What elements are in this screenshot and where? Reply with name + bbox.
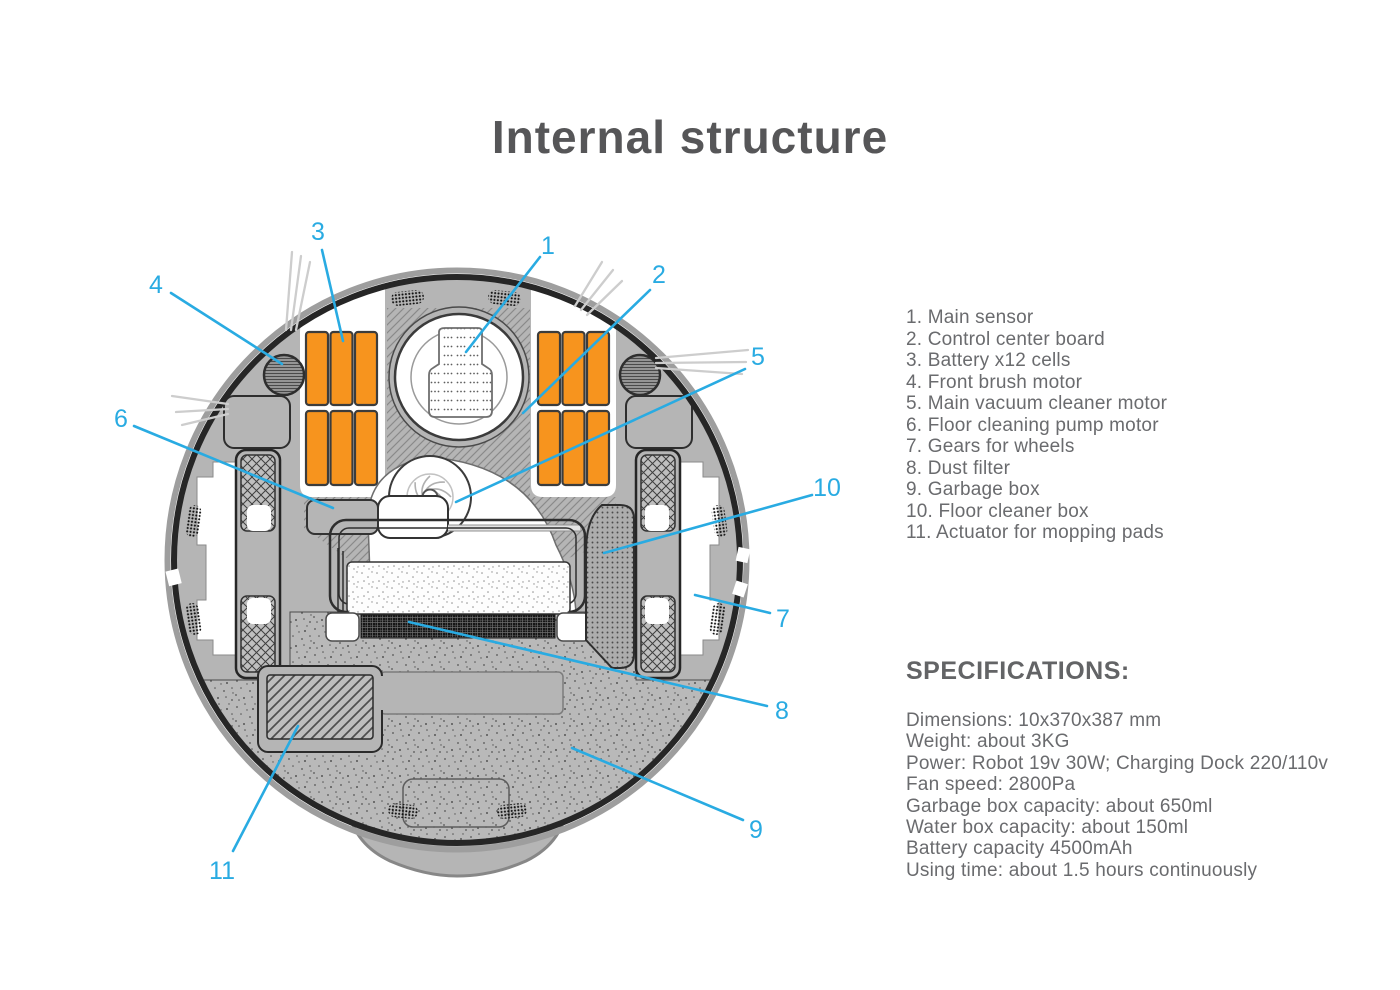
callout-labels: 1 2 3 4 5 6 7 8 9 10 11 bbox=[114, 218, 841, 885]
wheel-well-left bbox=[196, 461, 239, 656]
parts-list-item: 5. Main vacuum cleaner motor bbox=[906, 393, 1168, 414]
leader-line-7 bbox=[693, 593, 772, 615]
spec-line: Garbage box capacity: about 650ml bbox=[906, 795, 1213, 817]
wheel-well-right bbox=[677, 461, 720, 656]
motor-bracket-left bbox=[223, 395, 291, 449]
parts-list-item: 7. Gears for wheels bbox=[906, 436, 1075, 457]
leader-line-5 bbox=[454, 367, 747, 504]
callout-5: 5 bbox=[751, 343, 765, 371]
actuator-bar bbox=[379, 671, 564, 715]
callout-3: 3 bbox=[311, 218, 325, 246]
callout-9: 9 bbox=[749, 816, 763, 844]
body-rim bbox=[164, 267, 751, 853]
tank-sponge bbox=[346, 561, 571, 615]
callout-2: 2 bbox=[652, 261, 666, 289]
mopping-actuator bbox=[257, 665, 564, 753]
bottom-vent-right bbox=[497, 803, 527, 819]
pump-motor bbox=[306, 499, 379, 535]
callout-11: 11 bbox=[209, 857, 235, 885]
spec-line: Water box capacity: about 150ml bbox=[906, 817, 1189, 839]
bottom-vent-left bbox=[388, 803, 418, 819]
parts-list-item: 1. Main sensor bbox=[906, 307, 1034, 328]
parts-list-item: 2. Control center board bbox=[906, 328, 1105, 350]
leader-line-8 bbox=[407, 620, 769, 708]
battery-pack-left bbox=[304, 330, 379, 487]
spec-line: Weight: about 3KG bbox=[906, 731, 1070, 753]
side-brush-bristles bbox=[170, 250, 750, 427]
parts-list: 1. Main sensor 2. Control center board 3… bbox=[906, 307, 1167, 544]
parts-list-item: 4. Front brush motor bbox=[906, 371, 1083, 393]
parts-list-item: 6. Floor cleaning pump motor bbox=[906, 414, 1159, 436]
filter-end-left bbox=[325, 612, 360, 642]
wheel-gear-right bbox=[634, 448, 682, 680]
callout-1: 1 bbox=[541, 232, 555, 260]
callout-7: 7 bbox=[776, 605, 790, 633]
dust-filter bbox=[360, 614, 556, 639]
specifications-list: Dimensions: 10x370x387 mm Weight: about … bbox=[906, 710, 1328, 881]
leader-line-6 bbox=[132, 424, 335, 510]
pump-motor-coupler bbox=[377, 495, 449, 539]
parts-list-item: 9. Garbage box bbox=[906, 479, 1040, 500]
bottom-door bbox=[402, 778, 510, 828]
motor-bracket-right bbox=[625, 395, 693, 449]
leader-line-1 bbox=[464, 255, 542, 354]
parts-list-item: 10. Floor cleaner box bbox=[906, 500, 1089, 522]
callout-10: 10 bbox=[813, 474, 841, 502]
callout-leader-lines bbox=[132, 248, 814, 853]
spec-line: Dimensions: 10x370x387 mm bbox=[906, 710, 1162, 731]
leader-line-4 bbox=[169, 291, 284, 366]
callout-8: 8 bbox=[775, 697, 789, 725]
sensor-module bbox=[428, 327, 493, 418]
wheel-gear-left bbox=[234, 448, 282, 680]
rim-notch bbox=[165, 568, 182, 587]
leader-line-9 bbox=[570, 746, 745, 822]
page-title: Internal structure bbox=[491, 111, 889, 163]
spec-line: Using time: about 1.5 hours continuously bbox=[906, 859, 1258, 881]
rim-notch bbox=[732, 580, 748, 598]
leader-line-11 bbox=[231, 724, 300, 853]
callout-6: 6 bbox=[114, 405, 128, 433]
parts-list-item: 3. Battery x12 cells bbox=[906, 350, 1071, 371]
spec-line: Fan speed: 2800Pa bbox=[906, 774, 1076, 796]
actuator-hatch bbox=[266, 674, 374, 740]
main-sensor bbox=[393, 312, 525, 442]
battery-pack-right bbox=[536, 330, 611, 487]
parts-list-item: 11. Actuator for mopping pads bbox=[906, 522, 1164, 543]
front-brush-motor-left bbox=[262, 353, 306, 397]
specifications-heading: SPECIFICATIONS: bbox=[906, 657, 1130, 685]
spec-line: Battery capacity 4500mAh bbox=[906, 838, 1133, 860]
leader-line-3 bbox=[320, 248, 345, 343]
rim-notch bbox=[735, 546, 751, 564]
callout-4: 4 bbox=[149, 271, 163, 299]
leader-line-10 bbox=[602, 493, 814, 555]
top-vent-left bbox=[391, 289, 424, 306]
leader-line-2 bbox=[521, 288, 652, 415]
floor-cleaner-box bbox=[585, 504, 635, 669]
spec-line: Power: Robot 19v 30W; Charging Dock 220/… bbox=[906, 752, 1329, 774]
parts-list-item: 8. Dust filter bbox=[906, 457, 1011, 479]
